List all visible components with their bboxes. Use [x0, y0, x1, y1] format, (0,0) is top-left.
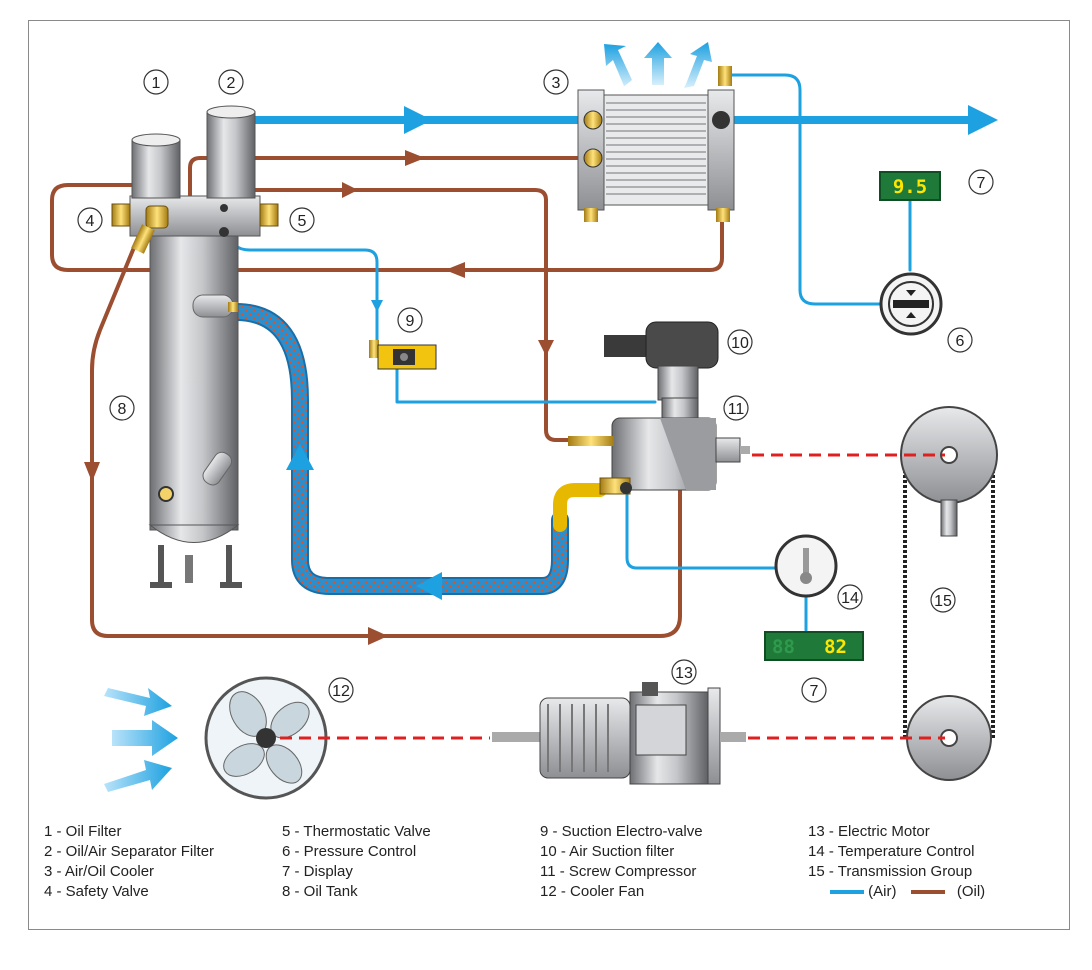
- legend-item: 13 - Electric Motor: [808, 823, 930, 840]
- oil-arrow: [342, 182, 358, 198]
- air-arrow: [644, 42, 672, 85]
- oil-arrow: [405, 150, 425, 166]
- oil-key-label: (Oil): [956, 883, 986, 900]
- air-suction-filter: [604, 321, 719, 401]
- legend-column-3: 9 - Suction Electro-valve 10 - Air Sucti…: [540, 822, 703, 902]
- legend-item: 12 - Cooler Fan: [540, 883, 645, 900]
- air-arrow: [104, 688, 172, 716]
- legend-item: 2 - Oil/Air Separator Filter: [44, 843, 215, 860]
- legend-item: 10 - Air Suction filter: [540, 843, 675, 860]
- legend-item: 11 - Screw Compressor: [540, 863, 697, 880]
- oil-lines: [50, 156, 724, 638]
- oil-arrow: [445, 262, 465, 278]
- callout-oil-filter: 1: [152, 75, 161, 92]
- pressure-display: 9.5: [879, 171, 941, 201]
- screw-compressor: [568, 397, 750, 495]
- temperature-control: [774, 534, 838, 598]
- oil-arrow: [84, 462, 100, 482]
- temperature-display-value: 82: [824, 636, 847, 658]
- separator-filter: [206, 105, 256, 199]
- callout-temperature-control: 14: [841, 590, 859, 607]
- air-line-to-pressure-control: [728, 73, 882, 306]
- callout-display-temperature: 7: [810, 683, 819, 700]
- oil-line-tank-loop: [90, 226, 682, 638]
- air-arrow: [604, 44, 632, 88]
- legend-item: 1 - Oil Filter: [44, 823, 122, 840]
- callout-suction-filter: 10: [731, 335, 749, 352]
- oil-key-swatch: [910, 890, 945, 895]
- legend-item: 4 - Safety Valve: [44, 883, 149, 900]
- callout-cooler: 3: [552, 75, 561, 92]
- yellow-elbow-pipe: [553, 483, 607, 532]
- callout-safety-valve: 4: [86, 213, 95, 230]
- oil-arrow: [368, 627, 388, 645]
- oil-filter: [131, 133, 181, 199]
- hose-arrow: [416, 572, 442, 600]
- shaft-links: [280, 453, 945, 740]
- pressure-control: [879, 272, 943, 336]
- oil-arrows: [84, 150, 554, 645]
- callout-separator-filter: 2: [227, 75, 236, 92]
- oil-line-to-compressor: [228, 188, 577, 442]
- legend-item: 5 - Thermostatic Valve: [282, 823, 431, 840]
- callout-screw-compressor: 11: [728, 401, 745, 418]
- callout-pressure-control: 6: [956, 333, 965, 350]
- legend-item: 3 - Air/Oil Cooler: [44, 863, 155, 880]
- oil-tank: [111, 195, 279, 588]
- transmission-group: [900, 406, 998, 781]
- legend-item: 7 - Display: [282, 863, 353, 880]
- callouts: [77, 69, 994, 703]
- callout-thermostatic-valve: 5: [298, 213, 307, 230]
- callout-cooler-fan: 12: [332, 683, 350, 700]
- svg-text:88: 88: [772, 636, 795, 658]
- hose-arrow: [286, 444, 314, 470]
- legend-key: (Air) (Oil): [808, 882, 985, 902]
- air-arrow: [371, 300, 383, 312]
- temperature-display: 88 82: [764, 631, 864, 661]
- legend-column-1: 1 - Oil Filter 2 - Oil/Air Separator Fil…: [44, 822, 214, 902]
- callout-display-pressure: 7: [977, 175, 986, 192]
- oil-hose: [227, 303, 569, 600]
- fan-intake-arrows: [104, 688, 178, 792]
- air-arrow: [684, 42, 712, 88]
- electric-motor: [492, 682, 746, 785]
- air-arrow: [104, 760, 172, 792]
- legend-column-4: 13 - Electric Motor 14 - Temperature Con…: [808, 822, 985, 902]
- air-key-swatch: [830, 890, 864, 895]
- air-oil-cooler: [577, 66, 735, 222]
- oil-arrow: [538, 340, 554, 356]
- air-arrow: [968, 105, 998, 135]
- air-line-to-electrovalve: [226, 233, 379, 342]
- air-key-label: (Air): [868, 883, 897, 900]
- pressure-display-value: 9.5: [893, 176, 927, 198]
- air-arrow: [404, 106, 432, 134]
- legend-item: 15 - Transmission Group: [808, 863, 973, 880]
- callout-transmission-group: 15: [934, 593, 952, 610]
- callout-oil-tank: 8: [118, 401, 127, 418]
- suction-electro-valve: [369, 340, 437, 370]
- callout-electro-valve: 9: [406, 313, 415, 330]
- oil-line-cooler-return: [50, 183, 724, 272]
- air-line-electrovalve-to-compressor: [395, 368, 657, 404]
- callout-labels: 1 2 3 4 5 6 7 7 8 9 10 11 12 13 14 15: [86, 75, 986, 700]
- legend-item: 14 - Temperature Control: [808, 843, 975, 860]
- legend-item: 6 - Pressure Control: [282, 843, 417, 860]
- legend-column-2: 5 - Thermostatic Valve 6 - Pressure Cont…: [282, 822, 431, 902]
- legend-item: 8 - Oil Tank: [282, 883, 358, 900]
- callout-electric-motor: 13: [675, 665, 693, 682]
- hot-air-arrows: [604, 42, 712, 88]
- air-line-to-thermometer: [625, 488, 782, 570]
- air-arrow: [112, 720, 178, 756]
- oil-line-separator-to-cooler: [188, 156, 582, 197]
- legend-item: 9 - Suction Electro-valve: [540, 823, 703, 840]
- air-arrows: [371, 105, 998, 312]
